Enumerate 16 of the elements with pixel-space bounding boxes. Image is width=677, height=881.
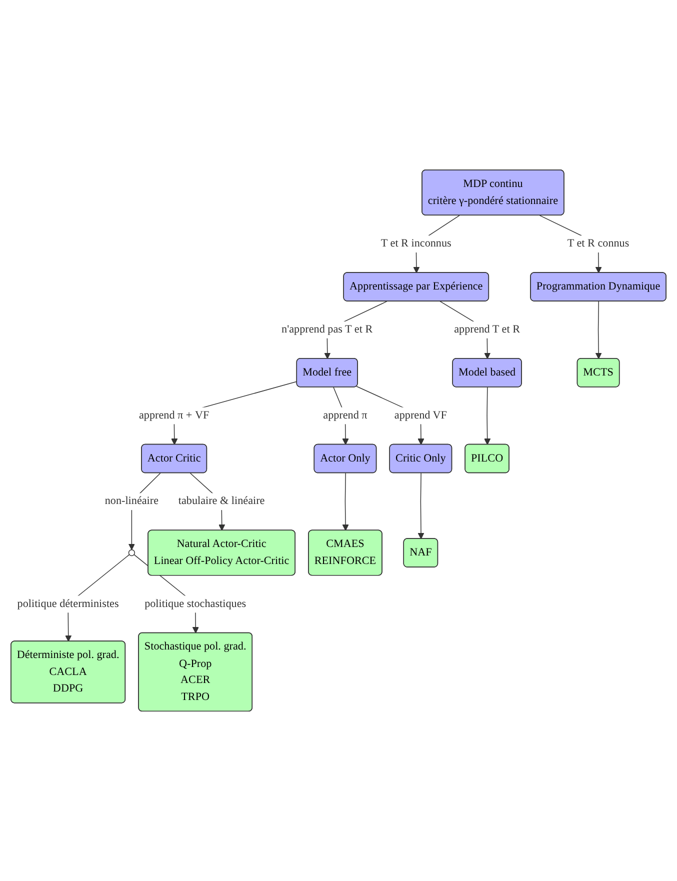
edge-label: apprend VF (394, 409, 447, 422)
edge-label: apprend π + VF (139, 409, 210, 422)
edge-label: T et R connus (567, 238, 630, 250)
edge-label: n'apprend pas T et R (282, 324, 373, 336)
arrow (484, 386, 491, 445)
edge-label: politique déterministes (17, 598, 119, 610)
node-circle (128, 549, 136, 556)
arrow (595, 300, 602, 359)
edge-label: apprend π (323, 409, 368, 422)
arrow (418, 472, 424, 540)
edge-label: apprend T et R (454, 324, 520, 336)
edge-label: politique stochastiques (144, 598, 246, 610)
edge-label: tabulaire & linéaire (178, 495, 265, 508)
edge-label: T et R inconnus (380, 238, 452, 250)
arrow (342, 472, 349, 531)
edge-label: non-linéaire (104, 495, 159, 508)
